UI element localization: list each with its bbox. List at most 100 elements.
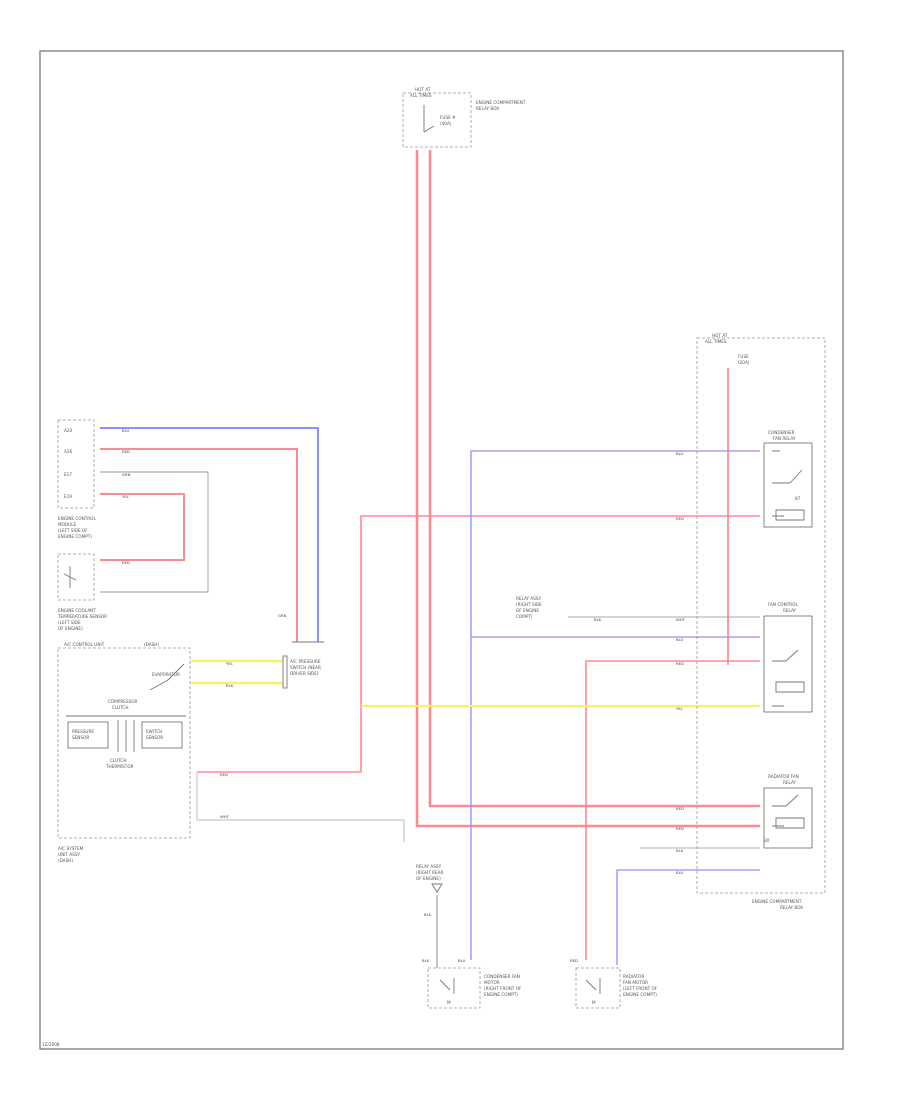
ecm-label3: (LEFT SIDE OF bbox=[58, 528, 88, 533]
fan-control-relay bbox=[763, 615, 813, 713]
temp-sensor-symbol bbox=[63, 566, 77, 588]
radiator-fan-relay bbox=[763, 787, 813, 849]
ac-unit-label2: (DASH) bbox=[144, 642, 159, 647]
connector-mid: A/C PRESSURE SWITCH (NEAR DRIVER SIDE) bbox=[282, 641, 324, 689]
condenser-fan-relay-pin: 87 bbox=[795, 496, 801, 501]
connector-mid-outline bbox=[282, 655, 288, 689]
wire-red-sensor bbox=[100, 493, 185, 561]
diagram-border bbox=[39, 50, 844, 1050]
wire-gry-ac bbox=[196, 772, 405, 842]
ecm-label1: ENGINE CONTROL bbox=[58, 516, 96, 521]
ac-unit-switch-label: EVAPORATOR bbox=[152, 672, 180, 677]
wire-label-red-ac: RED bbox=[220, 772, 228, 777]
ac-unit: A/C CONTROL UNIT (DASH) EVAPORATOR COMPR… bbox=[57, 642, 191, 863]
relay-box-top-outline bbox=[402, 92, 472, 148]
ecm-outline bbox=[57, 419, 95, 509]
ac-unit-sensor-right-label2: SENSOR bbox=[146, 735, 163, 740]
wire-blu-right-1 bbox=[470, 450, 760, 960]
radiator-fan-motor-m: M bbox=[592, 1000, 596, 1005]
splice-label1: RELAY ASSY bbox=[516, 596, 542, 601]
ecm-label4: ENGINE COMPT) bbox=[58, 534, 92, 539]
wire-blu-rad bbox=[616, 869, 760, 965]
relay-assy-label3: OF ENGINE) bbox=[416, 876, 441, 881]
radiator-fan-motor-label3: (LEFT FRONT OF bbox=[623, 986, 658, 991]
wire-label-blk-motor2: BLK bbox=[422, 958, 430, 963]
wire-label-blu-right1: BLU bbox=[676, 451, 684, 456]
relay-assy-label1: RELAY ASSY bbox=[416, 864, 442, 869]
condenser-fan-motor-label1: CONDENSER FAN bbox=[484, 974, 520, 979]
temp-sensor-label3: (LEFT SIDE bbox=[58, 620, 81, 625]
wire-red-ecm bbox=[100, 448, 298, 642]
wire-labels: BLU RED GRN YEL RED BLU RED BLU RED WHT … bbox=[122, 428, 686, 963]
wire-label-blk-motor: BLK bbox=[424, 912, 432, 917]
ac-unit-label1: A/C CONTROL UNIT bbox=[64, 642, 105, 647]
wire-label-yel-ecm: YEL bbox=[122, 494, 130, 499]
fan-control-relay-switch bbox=[772, 649, 805, 707]
ac-unit-sensor-right-label1: SWITCH bbox=[146, 729, 162, 734]
relay-box-top-fuse1: FUSE # bbox=[440, 115, 456, 120]
wire-red-main-a bbox=[415, 150, 760, 828]
ecm-pin3: E17 bbox=[64, 472, 72, 477]
ac-unit-bottom1: CLUTCH bbox=[110, 758, 127, 763]
wire-label-red-ecm: RED bbox=[122, 449, 130, 454]
relay-box-right-fuse1: FUSE bbox=[738, 354, 749, 359]
ac-unit-sensor-left-label2: SENSOR bbox=[72, 735, 89, 740]
relay-box-top-header1: HOT AT bbox=[415, 87, 431, 92]
condenser-fan-motor-label2: MOTOR bbox=[484, 980, 500, 985]
splice-label2: (RIGHT SIDE bbox=[516, 602, 542, 607]
ac-unit-bottom2: THERMISTOR bbox=[105, 764, 134, 769]
wire-label-blk-right: BLK bbox=[676, 848, 684, 853]
relay-box-top-name2: RELAY BOX bbox=[476, 106, 499, 111]
condenser-fan-motor: M CONDENSER FAN MOTOR (RIGHT FRONT OF EN… bbox=[427, 967, 522, 1009]
radiator-fan-motor-symbol bbox=[585, 978, 601, 994]
relay-box-right-header1: HOT AT bbox=[712, 333, 728, 338]
ac-unit-switch bbox=[149, 663, 185, 691]
ecm-pin1: A20 bbox=[64, 428, 73, 433]
radiator-fan-relay-label1: RADIATOR FAN bbox=[768, 774, 799, 779]
radiator-fan-motor-outline bbox=[575, 967, 621, 1009]
radiator-fan-motor-label2: FAN MOTOR bbox=[623, 980, 648, 985]
wire-label-red-sensor: RED bbox=[122, 560, 130, 565]
wire-label-red-right3: RED bbox=[676, 806, 684, 811]
ecm-pin2: A26 bbox=[64, 449, 73, 454]
wire-label-wht-fan: WHT bbox=[676, 617, 686, 622]
ac-unit-sensor-left-label1: PRESSURE bbox=[72, 729, 94, 734]
wire-red-rad bbox=[585, 660, 760, 960]
ecm-label2: MODULE bbox=[58, 522, 77, 527]
ac-unit-center1: COMPRESSOR bbox=[108, 699, 138, 704]
temp-sensor-outline bbox=[57, 553, 95, 601]
relay-box-right-header2: ALL TIMES bbox=[705, 339, 727, 344]
relay-assy-labels: RELAY ASSY (RIGHT SIDE OF ENGINE COMPT) … bbox=[416, 596, 542, 893]
wire-label-blu-right3: BLU bbox=[676, 870, 684, 875]
condenser-fan-relay-label2: FAN RELAY bbox=[773, 436, 796, 441]
ac-unit-sensor-left bbox=[67, 721, 109, 749]
wire-blu-ecm bbox=[100, 427, 319, 642]
radiator-fan-motor-label4: ENGINE COMPT) bbox=[623, 992, 657, 997]
condenser-fan-relay bbox=[763, 442, 813, 528]
temp-sensor-label4: OF ENGINE) bbox=[58, 626, 83, 631]
ac-unit-center2: CLUTCH bbox=[112, 705, 129, 710]
temp-sensor-label1: ENGINE COOLANT bbox=[58, 608, 96, 613]
wire-label-blu-motor: BLU bbox=[458, 958, 466, 963]
ac-unit-outline bbox=[57, 647, 191, 839]
relay-box-top-name1: ENGINE COMPARTMENT bbox=[476, 100, 526, 105]
relay-box-top-fuse-symbol bbox=[423, 105, 435, 133]
radiator-fan-relay-pin: 30 bbox=[764, 838, 770, 843]
wire-label-red-right2: RED bbox=[676, 661, 684, 666]
ground-symbol bbox=[431, 883, 443, 893]
footer-code: 1Z/2008 bbox=[42, 1042, 60, 1047]
radiator-fan-motor-label1: RADIATOR bbox=[623, 974, 644, 979]
wire-label-red-motor: RED bbox=[570, 958, 578, 963]
wire-label-wht-ac: WHT bbox=[220, 814, 230, 819]
condenser-fan-relay-switch bbox=[772, 450, 803, 517]
temp-sensor: ENGINE COOLANT TEMPERATURE SENSOR (LEFT … bbox=[57, 553, 107, 631]
radiator-fan-motor: M RADIATOR FAN MOTOR (LEFT FRONT OF ENGI… bbox=[575, 967, 658, 1009]
wire-red-main-b bbox=[428, 150, 760, 808]
splice-label3: OF ENGINE bbox=[516, 608, 539, 613]
wire-label-blk-ac: BLK bbox=[226, 683, 234, 688]
wires bbox=[100, 150, 760, 968]
ac-unit-unit1: A/C SYSTEM bbox=[58, 846, 84, 851]
wire-label-blu-right2: BLU bbox=[676, 637, 684, 642]
wire-label-red-right1: RED bbox=[676, 516, 684, 521]
connector-mid-label1: A/C PRESSURE bbox=[290, 659, 321, 664]
